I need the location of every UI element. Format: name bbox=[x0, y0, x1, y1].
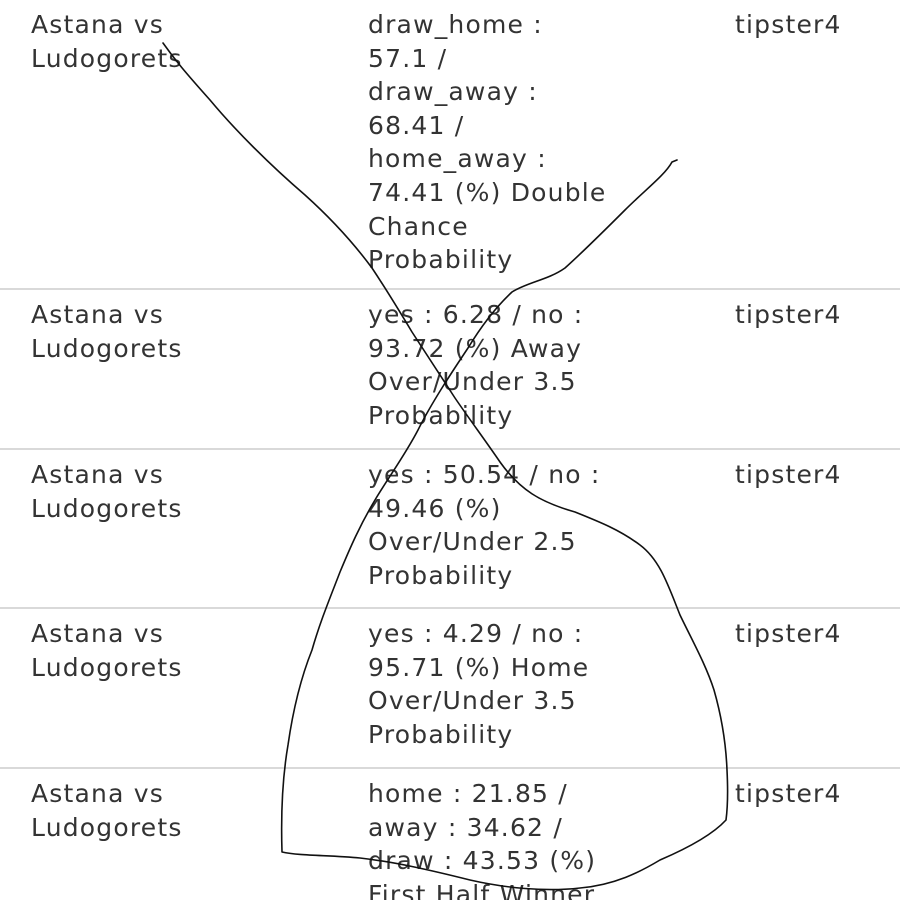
match-cell: Astana vs Ludogorets bbox=[31, 10, 183, 73]
tipster-cell: tipster4 bbox=[735, 300, 842, 329]
match-cell: Astana vs Ludogorets bbox=[31, 779, 183, 842]
tip-cell: draw_home : 57.1 / draw_away : 68.41 / h… bbox=[368, 10, 607, 275]
match-cell: Astana vs Ludogorets bbox=[31, 460, 183, 523]
tip-cell: home : 21.85 / away : 34.62 / draw : 43.… bbox=[368, 779, 597, 900]
tipster-cell: tipster4 bbox=[735, 460, 842, 489]
match-cell: Astana vs Ludogorets bbox=[31, 300, 183, 363]
tipster-cell: tipster4 bbox=[735, 619, 842, 648]
match-cell: Astana vs Ludogorets bbox=[31, 619, 183, 682]
table-row[interactable]: Astana vs Ludogorets yes : 6.28 / no : 9… bbox=[0, 290, 900, 450]
tip-cell: yes : 4.29 / no : 95.71 (%) Home Over/Un… bbox=[368, 619, 590, 749]
table-row[interactable]: Astana vs Ludogorets yes : 50.54 / no : … bbox=[0, 450, 900, 609]
tipster-cell: tipster4 bbox=[735, 779, 842, 808]
table-row[interactable]: Astana vs Ludogorets yes : 4.29 / no : 9… bbox=[0, 609, 900, 769]
table-row[interactable]: Astana vs Ludogorets draw_home : 57.1 / … bbox=[0, 0, 900, 290]
tip-cell: yes : 50.54 / no : 49.46 (%) Over/Under … bbox=[368, 460, 601, 590]
tip-cell: yes : 6.28 / no : 93.72 (%) Away Over/Un… bbox=[368, 300, 584, 430]
table-row[interactable]: Astana vs Ludogorets home : 21.85 / away… bbox=[0, 769, 900, 900]
tipster-cell: tipster4 bbox=[735, 10, 842, 39]
